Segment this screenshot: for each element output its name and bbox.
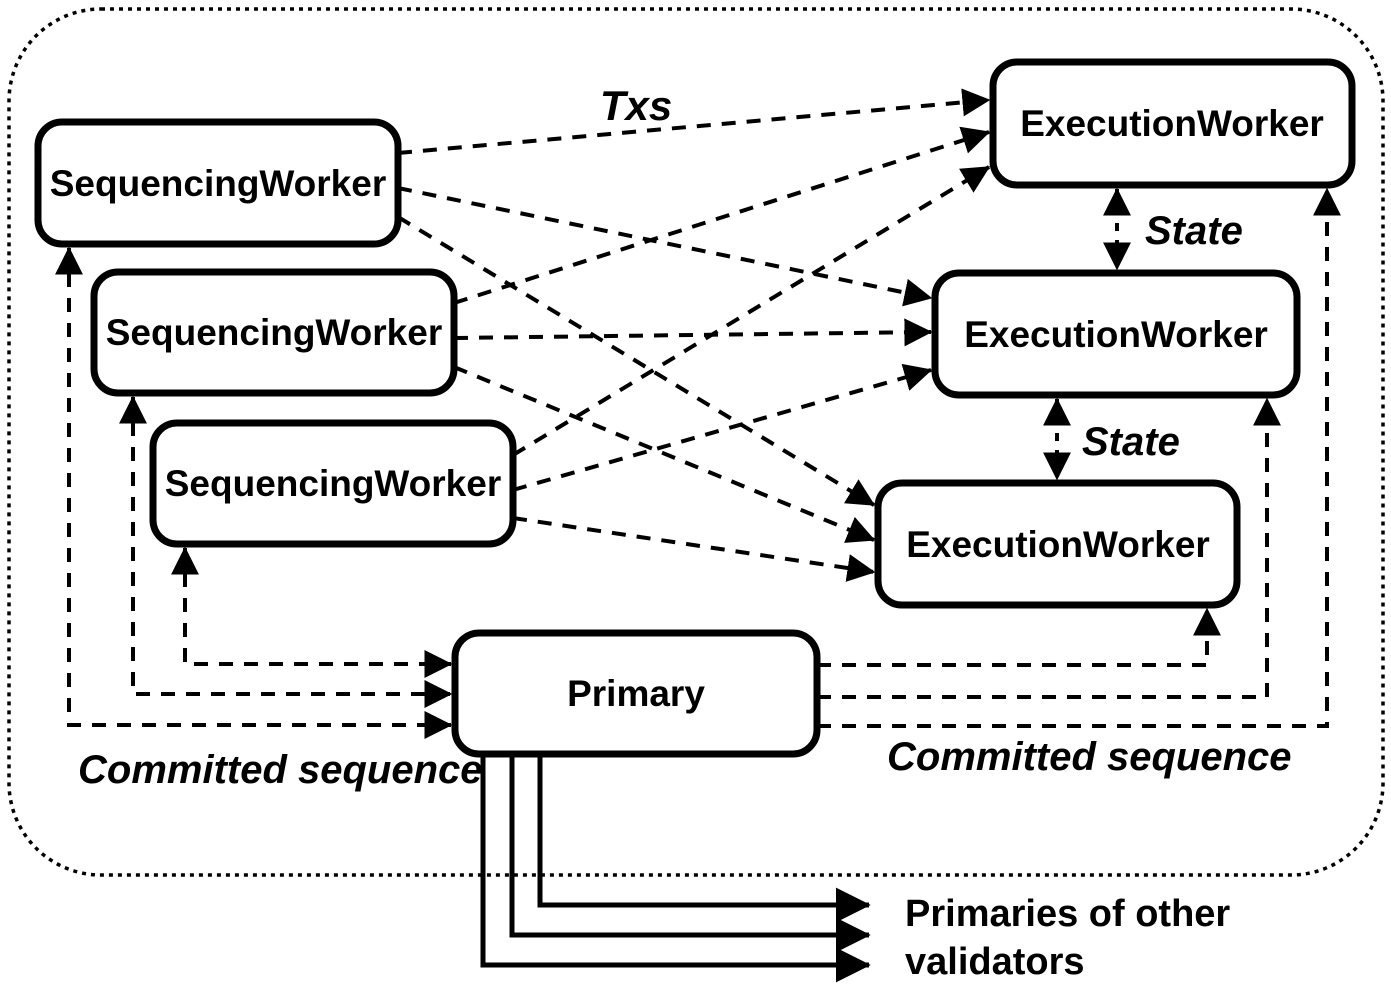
primary-box	[451, 629, 821, 758]
committed-seq-edge-primary-sw2	[119, 395, 453, 708]
committed-sequence-label-right: Committed sequence	[887, 735, 1292, 779]
state-edge-label-1: State	[1145, 209, 1243, 253]
committed-sequence-label-left: Committed sequence	[78, 748, 483, 792]
committed-seq-edge-primary-sw3	[171, 546, 453, 678]
txs-edge-sw2-ew2	[453, 318, 933, 347]
output-edge-primary-external-1	[480, 754, 871, 983]
txs-edge-sw3-ew2	[512, 363, 933, 492]
sequencing-worker-3-box	[149, 419, 517, 548]
committed-seq-edge-primary-ew1	[817, 187, 1341, 728]
execution-worker-1-label: ExecutionWorker	[1020, 103, 1324, 144]
execution-worker-2-box	[931, 269, 1301, 399]
primary-label: Primary	[567, 673, 705, 714]
sequencing-worker-3-label: SequencingWorker	[165, 463, 502, 504]
sequencing-worker-1-box	[34, 118, 402, 248]
committed-seq-edge-primary-ew3	[817, 607, 1221, 667]
execution-worker-1-box	[989, 58, 1356, 189]
external-primaries-label-line2: validators	[905, 941, 1085, 983]
txs-edge-sw2-ew1	[453, 126, 991, 305]
txs-edge-sw1-ew1	[397, 88, 991, 155]
txs-edge-sw2-ew3	[453, 365, 876, 543]
txs-edge-sw1-ew3	[396, 215, 876, 507]
execution-worker-2-label: ExecutionWorker	[964, 314, 1268, 355]
committed-seq-edge-primary-ew2	[817, 397, 1281, 699]
txs-edge-sw3-ew3	[512, 516, 876, 582]
txs-edge-sw3-ew1	[511, 165, 991, 457]
output-edge-primary-external-3	[537, 754, 871, 923]
txs-edge-sw1-ew2	[397, 186, 933, 307]
sequencing-worker-2-box	[90, 268, 458, 397]
execution-worker-3-label: ExecutionWorker	[906, 524, 1210, 565]
sequencing-worker-2-label: SequencingWorker	[106, 312, 443, 353]
validator-boundary	[7, 7, 1385, 877]
txs-edge-label: Txs	[600, 82, 672, 129]
external-primaries-label-line1: Primaries of other	[905, 893, 1230, 935]
sequencing-worker-1-label: SequencingWorker	[50, 163, 387, 204]
output-edge-primary-external-2	[509, 754, 871, 953]
execution-worker-3-box	[874, 479, 1241, 609]
committed-seq-edge-primary-sw1	[55, 246, 453, 739]
state-edge-label-2: State	[1082, 420, 1180, 464]
